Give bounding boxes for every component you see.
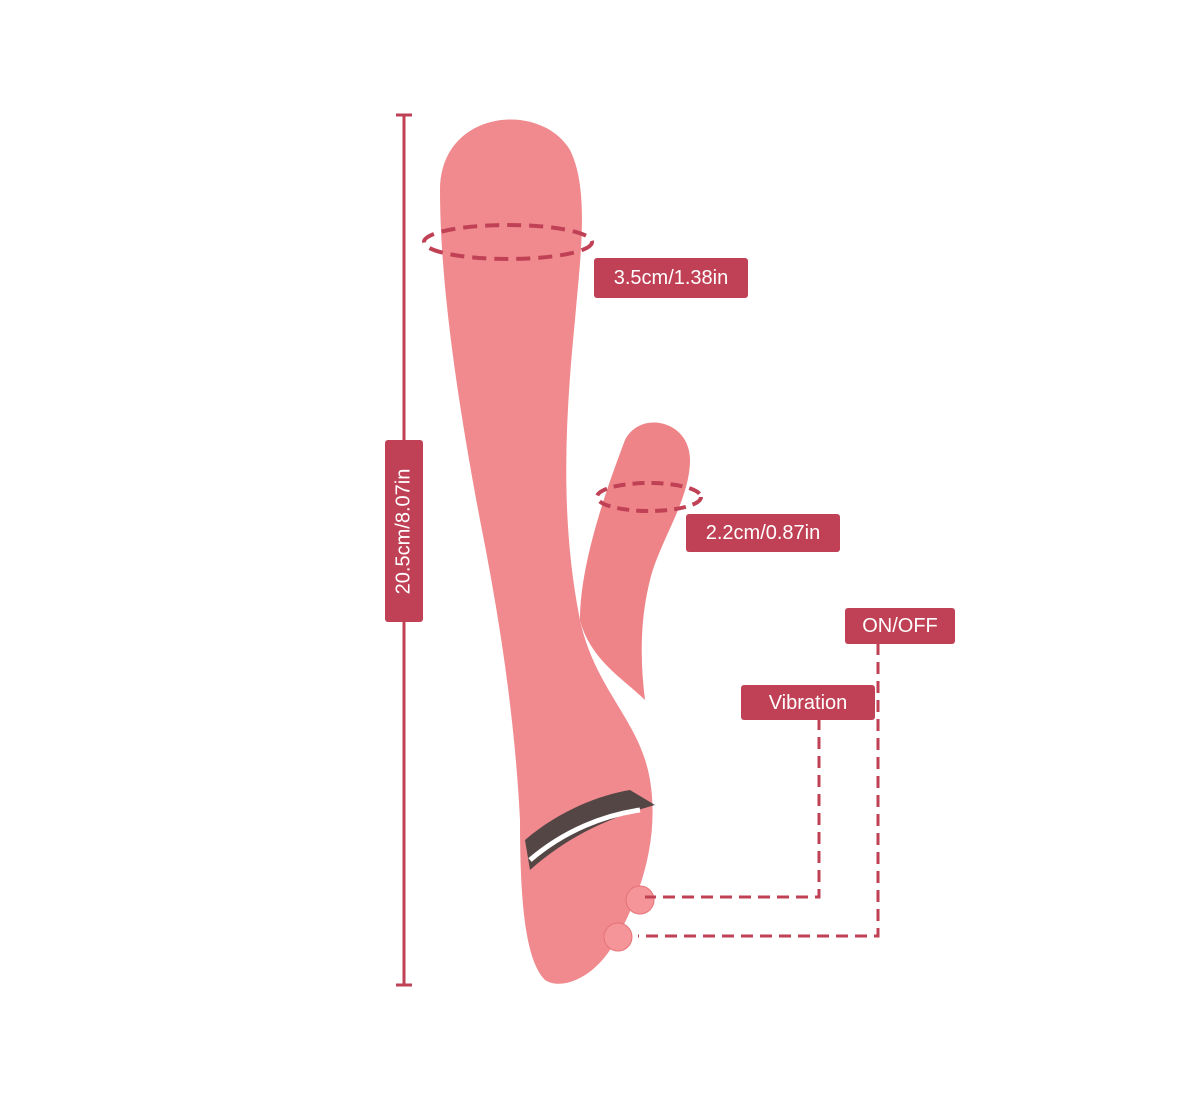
total-length-text: 20.5cm/8.07in [392,468,415,594]
vibration-button-icon [625,885,655,915]
shaft-diameter-label: 3.5cm/1.38in [594,258,748,298]
arm-diameter-marker [595,481,703,513]
power-button-icon [603,922,633,952]
vibration-leader-line [645,718,821,899]
shaft-diameter-marker [422,223,594,261]
on-off-label: ON/OFF [845,608,955,644]
arm-diameter-label: 2.2cm/0.87in [686,514,840,552]
total-length-label: 20.5cm/8.07in [385,440,423,622]
onoff-leader-line [638,643,880,938]
product-illustration [440,119,690,984]
vibration-label: Vibration [741,685,875,720]
